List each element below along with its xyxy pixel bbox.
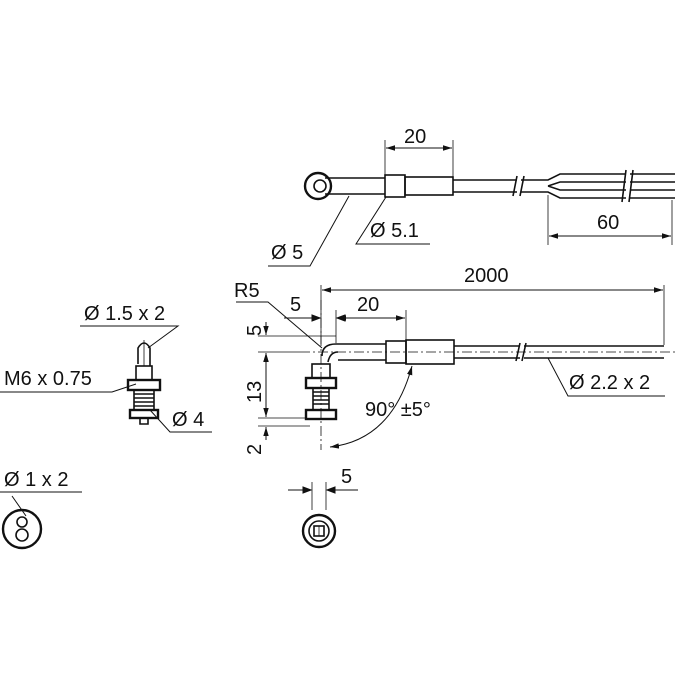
dia22-leader xyxy=(547,357,665,397)
top-split-ends xyxy=(630,173,675,199)
r5-leader xyxy=(236,301,323,349)
side-bend-inner xyxy=(327,351,339,363)
top-cable xyxy=(453,179,517,193)
top-20-ext xyxy=(384,140,454,177)
front-inner-circle xyxy=(308,520,330,542)
top-sleeve-a xyxy=(384,174,406,198)
front-5-label: 5 xyxy=(341,466,352,488)
top-split-inner xyxy=(547,181,626,191)
thread-leader xyxy=(0,383,137,393)
dia1-label: Ø 1 x 2 xyxy=(4,469,68,491)
top-60-ext xyxy=(547,195,673,245)
fiber-end-symbol: Ø 1 x 2 xyxy=(0,469,82,550)
dia22-label: Ø 2.2 x 2 xyxy=(569,372,650,394)
end-symbol-lower xyxy=(15,528,29,542)
thread-label: M6 x 0.75 xyxy=(4,368,92,390)
left-sensor-nut xyxy=(126,378,162,392)
side-v-ext xyxy=(258,335,336,427)
end-symbol-upper xyxy=(16,516,28,528)
top-sleeve-b xyxy=(404,176,454,196)
side-13-label: 13 xyxy=(244,381,266,403)
side-cable-end xyxy=(524,345,664,359)
dia5-label: Ø 5 xyxy=(271,242,303,264)
left-sensor: Ø 1.5 x 2 M6 x 0.75 Ø 4 xyxy=(0,303,212,433)
dia1-leader xyxy=(0,491,82,517)
dia4-label: Ø 4 xyxy=(172,409,204,431)
left-sensor-end xyxy=(139,418,149,425)
side-5v-label: 5 xyxy=(244,325,266,336)
dia51-leader xyxy=(355,196,430,245)
front-outer-circle xyxy=(301,513,337,549)
side-2v-label: 2 xyxy=(244,444,266,455)
side-2000-label: 2000 xyxy=(464,265,509,287)
r5-label: R5 xyxy=(234,280,260,302)
top-cable-break-2 xyxy=(621,169,634,203)
top-head-inner xyxy=(313,179,327,193)
top-20-label: 20 xyxy=(404,126,426,148)
side-bend-outer xyxy=(321,343,337,357)
side-h-ext xyxy=(320,285,665,345)
front-5-ext xyxy=(311,482,327,510)
side-cable xyxy=(454,345,520,359)
left-sensor-neck xyxy=(135,365,153,381)
top-60-label: 60 xyxy=(597,212,619,234)
dia15-label: Ø 1.5 x 2 xyxy=(84,303,165,325)
top-head-outer xyxy=(303,171,333,201)
dia5-leader xyxy=(268,195,350,267)
dia4-leader xyxy=(149,409,212,433)
side-probe xyxy=(336,343,386,361)
front-5-arrows xyxy=(302,486,336,494)
top-view-fiber: 20 60 Ø 5 Ø 5.1 xyxy=(268,126,675,267)
top-probe-shaft xyxy=(325,177,385,195)
angle-label: 90° ±5° xyxy=(365,399,431,421)
front-view: 5 xyxy=(288,466,358,549)
side-20-label: 20 xyxy=(357,294,379,316)
side-5-arrows xyxy=(311,314,346,322)
side-5-label: 5 xyxy=(290,294,301,316)
dia51-label: Ø 5.1 xyxy=(370,220,419,242)
top-cable-break-1 xyxy=(512,175,525,197)
top-split-outer xyxy=(521,173,626,199)
angle-arc xyxy=(329,365,413,449)
left-sensor-nut-bottom xyxy=(128,408,160,420)
left-sensor-thread xyxy=(133,390,155,410)
dia15-leader xyxy=(80,325,180,349)
side-view-fiber: R5 2000 20 5 5 13 2 90° ±5° Ø 2.2 x 2 xyxy=(234,265,675,455)
